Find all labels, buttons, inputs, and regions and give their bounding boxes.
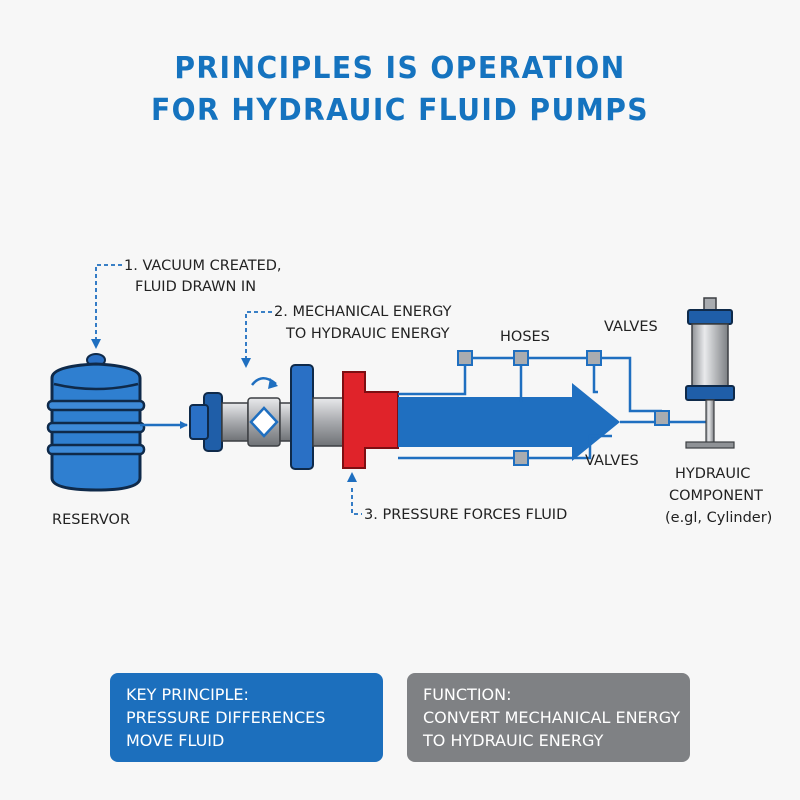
component-label-line1: HYDRAUIC (675, 466, 750, 482)
step2-label-line2: TO HYDRAUIC ENERGY (285, 326, 450, 342)
step1-arrowhead (91, 339, 101, 349)
component-label-line3: (e.gl, Cylinder) (665, 510, 772, 526)
key-principle-text-1: PRESSURE DIFFERENCES (126, 708, 326, 727)
title-line-1: PRINCIPLES IS OPERATION (174, 51, 626, 86)
hose-fittings (457, 350, 670, 466)
pump-assembly (189, 364, 399, 470)
reservoir-label: RESERVOR (52, 512, 130, 528)
valves-bottom-label: VALVES (585, 453, 639, 469)
key-principle-text-2: MOVE FLUID (126, 731, 225, 750)
key-principle-heading: KEY PRINCIPLE: (126, 685, 249, 704)
hoses-label: HOSES (500, 329, 550, 345)
step2-leader (245, 311, 272, 363)
function-heading: FUNCTION: (423, 685, 512, 704)
title-line-2: FOR HYDRAUIC FLUID PUMPS (150, 93, 650, 128)
step1-label-line1: 1. VACUUM CREATED, (124, 258, 282, 274)
step2-label-line1: 2. MECHANICAL ENERGY (274, 304, 452, 320)
step1-leader (95, 264, 122, 345)
hydraulic-cylinder (685, 297, 735, 449)
component-label-line2: COMPONENT (669, 488, 763, 504)
function-text-2: TO HYDRAUIC ENERGY (423, 731, 604, 750)
valves-top-label: VALVES (604, 319, 658, 335)
function-card: FUNCTION: CONVERT MECHANICAL ENERGY TO H… (407, 673, 690, 762)
step1-label-line2: FLUID DRAWN IN (135, 279, 256, 295)
step2-arrowhead (241, 358, 251, 368)
step3-arrowhead (347, 472, 357, 482)
flow-arrow (398, 383, 620, 461)
reservoir-tank (46, 353, 146, 492)
step3-label: 3. PRESSURE FORCES FLUID (364, 507, 567, 523)
key-principle-card: KEY PRINCIPLE: PRESSURE DIFFERENCES MOVE… (110, 673, 383, 762)
page-title: PRINCIPLES IS OPERATION FOR HYDRAUIC FLU… (24, 48, 776, 132)
function-text-1: CONVERT MECHANICAL ENERGY (423, 708, 681, 727)
step3-leader (351, 488, 362, 515)
